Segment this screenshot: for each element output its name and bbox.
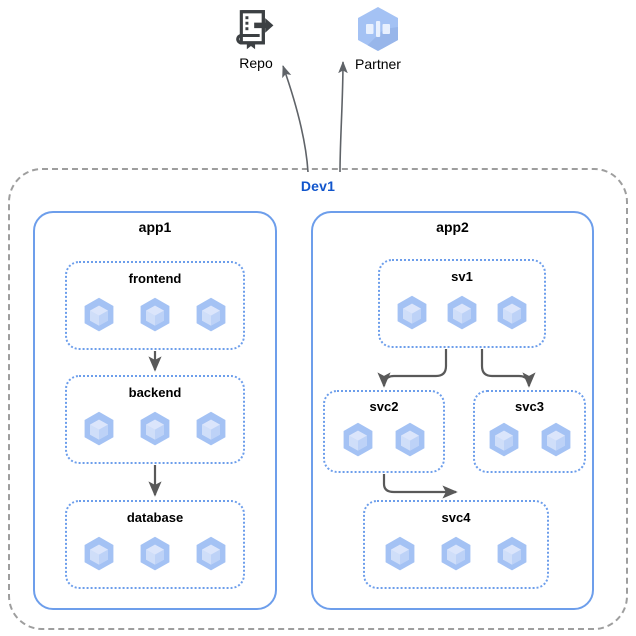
pod-cube-icon[interactable] [380,534,420,579]
pod-row-backend [67,409,243,454]
app-title-app2: app2 [436,219,469,235]
external-node-repo[interactable]: Repo [216,8,296,71]
pod-cube-icon[interactable] [492,293,532,338]
pod-cube-icon[interactable] [135,534,175,579]
service-box-database[interactable]: database [65,500,245,589]
service-label-frontend: frontend [128,271,182,286]
pod-cube-icon[interactable] [191,534,231,579]
pod-cube-icon[interactable] [392,293,432,338]
pod-cube-icon[interactable] [79,409,119,454]
service-box-backend[interactable]: backend [65,375,245,464]
service-box-svc3[interactable]: svc3 [473,390,586,473]
pod-row-database [67,534,243,579]
pod-cube-icon[interactable] [436,534,476,579]
pod-row-frontend [67,295,243,340]
pod-cube-icon[interactable] [79,295,119,340]
pod-cube-icon[interactable] [79,534,119,579]
service-label-svc2: svc2 [369,399,399,414]
service-label-svc4: svc4 [441,510,471,525]
pod-cube-icon[interactable] [536,420,576,465]
service-label-backend: backend [128,385,182,400]
app-title-app1: app1 [138,219,172,235]
service-label-database: database [126,510,184,525]
pod-cube-icon[interactable] [135,295,175,340]
service-label-svc3: svc3 [515,399,544,414]
pod-row-svc4 [365,534,547,579]
pod-cube-icon[interactable] [390,420,430,465]
pod-cube-icon[interactable] [338,420,378,465]
connector-dev1-to-partner [338,61,348,173]
pod-cube-icon[interactable] [442,293,482,338]
environment-label-dev1: Dev1 [300,178,336,194]
external-node-partner[interactable]: Partner [338,5,418,72]
service-label-sv1: sv1 [451,269,473,284]
pod-row-svc3 [475,420,584,465]
external-node-repo-label: Repo [239,55,273,71]
pod-row-sv1 [380,293,544,338]
pod-cube-icon[interactable] [191,295,231,340]
pod-cube-icon[interactable] [492,534,532,579]
service-box-frontend[interactable]: frontend [65,261,245,350]
service-box-svc2[interactable]: svc2 [323,390,445,473]
service-box-svc4[interactable]: svc4 [363,500,549,589]
connector-dev1-to-repo [282,65,309,173]
pod-cube-icon[interactable] [191,409,231,454]
external-node-partner-label: Partner [355,56,401,72]
pod-cube-icon[interactable] [484,420,524,465]
app-container-app2[interactable] [311,211,594,610]
partner-hexagon-icon [355,5,401,53]
pod-cube-icon[interactable] [135,409,175,454]
environment-container-dev1[interactable] [8,168,628,630]
pod-row-svc2 [325,420,443,465]
repository-export-icon [234,8,278,52]
app-container-app1[interactable] [33,211,277,610]
service-box-sv1[interactable]: sv1 [378,259,546,348]
